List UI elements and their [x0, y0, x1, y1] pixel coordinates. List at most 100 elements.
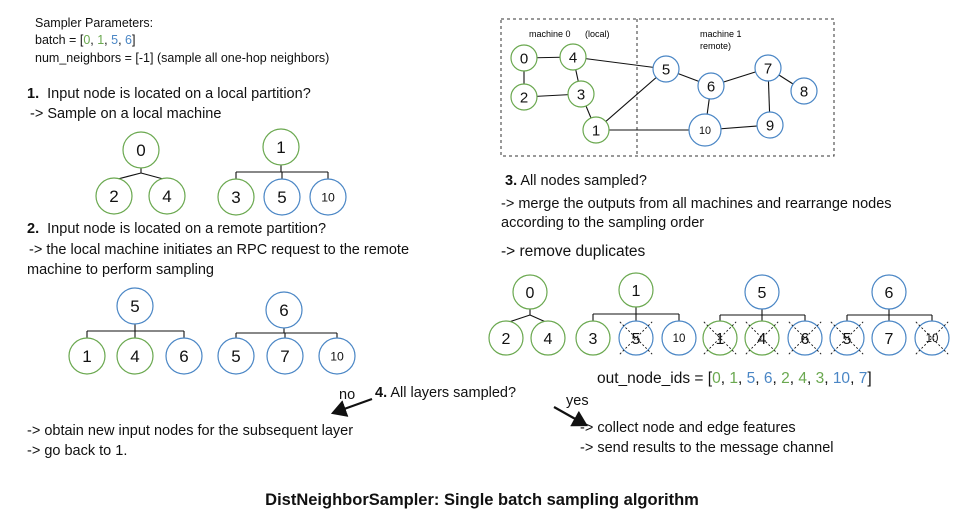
node-6: 6	[165, 337, 203, 375]
node-circle	[790, 77, 818, 105]
out-node-ids: out_node_ids = [0, 1, 5, 6, 2, 4, 3, 10,…	[597, 369, 872, 389]
node-label: 0	[136, 141, 145, 160]
node-10: 10	[914, 320, 950, 356]
merged-tree-6: 65 7 10	[829, 274, 950, 356]
node-circle	[567, 80, 595, 108]
step2-sub2: machine to perform sampling	[27, 262, 214, 278]
node-circle	[744, 274, 780, 310]
out-node-id-separator: ,	[720, 370, 730, 387]
node-2: 2	[510, 83, 538, 111]
node-circle	[575, 320, 611, 356]
step1-number: 1.	[27, 86, 40, 102]
node-label: 1	[82, 347, 91, 366]
step3-number: 3.	[505, 173, 518, 189]
machine1-label: machine 1	[700, 29, 742, 39]
node-circle	[510, 44, 538, 72]
partition-box	[500, 18, 835, 157]
node-circle	[217, 178, 255, 216]
node-circle	[318, 337, 356, 375]
yes-label: yes	[566, 393, 589, 409]
node-circle	[116, 337, 154, 375]
node-4: 4	[530, 320, 566, 356]
node-0: 0	[122, 131, 160, 169]
node-1: 1	[618, 272, 654, 308]
node-label: 4	[162, 187, 171, 206]
batch-id-item: 1	[97, 33, 105, 47]
node-circle	[914, 320, 950, 356]
node-0: 0	[512, 274, 548, 310]
node-circle	[697, 72, 725, 100]
node-6: 6	[871, 274, 907, 310]
batch-id-item: 6	[125, 33, 132, 47]
node-label: 5	[758, 285, 767, 302]
machine0-label: machine 0	[529, 29, 571, 39]
out-node-id-item: 6	[763, 370, 773, 387]
batch-values: 0, 1, 5, 6	[83, 33, 132, 47]
node-label: 6	[179, 347, 188, 366]
step1-heading: 1. Input node is located on a local part…	[27, 85, 311, 104]
merged-tree-0: 0 2 4	[488, 274, 566, 356]
node-label: 10	[699, 125, 711, 137]
node-circle	[754, 54, 782, 82]
out-node-id-separator: ,	[806, 370, 816, 387]
node-9: 9	[756, 111, 784, 139]
step4-number: 4.	[375, 385, 388, 401]
node-label: 9	[766, 117, 774, 134]
out-node-id-separator: ,	[789, 370, 799, 387]
batch-id-separator: ,	[104, 33, 112, 47]
step2-text: Input node is located on a remote partit…	[47, 221, 327, 237]
out-node-id-item: 5	[746, 370, 756, 387]
out-node-id-item: 3	[815, 370, 825, 387]
step2-number: 2.	[27, 221, 40, 237]
node-circle	[618, 272, 654, 308]
out-node-id-item: 0	[712, 370, 721, 387]
node-circle	[116, 287, 154, 325]
node-label: 5	[277, 188, 286, 207]
node-label: 10	[926, 333, 939, 345]
yes-arrow	[553, 406, 588, 427]
node-4: 4	[559, 43, 587, 71]
node-7: 7	[871, 320, 907, 356]
node-4: 4	[148, 177, 186, 215]
step3-text: All nodes sampled?	[520, 173, 647, 189]
node-3: 3	[217, 178, 255, 216]
step2-heading: 2. Input node is located on a remote par…	[27, 220, 326, 239]
node-circle	[702, 320, 738, 356]
node-circle	[266, 337, 304, 375]
node-circle	[263, 178, 301, 216]
node-circle	[744, 320, 780, 356]
node-circle	[871, 274, 907, 310]
node-5: 5	[263, 178, 301, 216]
node-6: 6	[787, 320, 823, 356]
step3-heading: 3. All nodes sampled?	[505, 172, 647, 191]
batch-id-separator: ,	[90, 33, 98, 47]
node-circle	[829, 320, 865, 356]
node-1: 1	[262, 128, 300, 166]
diagram-title: DistNeighborSampler: Single batch sampli…	[265, 491, 699, 509]
node-4: 4	[116, 337, 154, 375]
node-5: 5	[829, 320, 865, 356]
out-node-id-separator: ,	[755, 370, 764, 387]
node-label: 2	[502, 331, 511, 348]
no-branch-line1: -> obtain new input nodes for the subseq…	[27, 423, 354, 439]
node-10: 10	[688, 113, 722, 147]
step4-text: All layers sampled?	[390, 385, 517, 401]
node-label: 7	[885, 331, 894, 348]
node-2: 2	[95, 177, 133, 215]
edge-4-5	[572, 56, 667, 70]
node-label: 1	[632, 283, 641, 300]
batch-line: batch = [0, 1, 5, 6]	[35, 32, 135, 48]
node-label: 4	[544, 331, 553, 348]
out-node-id-item: 2	[781, 370, 790, 387]
node-circle	[559, 43, 587, 71]
node-label: 3	[577, 86, 585, 103]
node-circle	[530, 320, 566, 356]
node-10: 10	[309, 178, 347, 216]
node-circle	[582, 116, 610, 144]
node-10: 10	[661, 320, 697, 356]
node-label: 6	[707, 78, 715, 95]
node-3: 3	[575, 320, 611, 356]
